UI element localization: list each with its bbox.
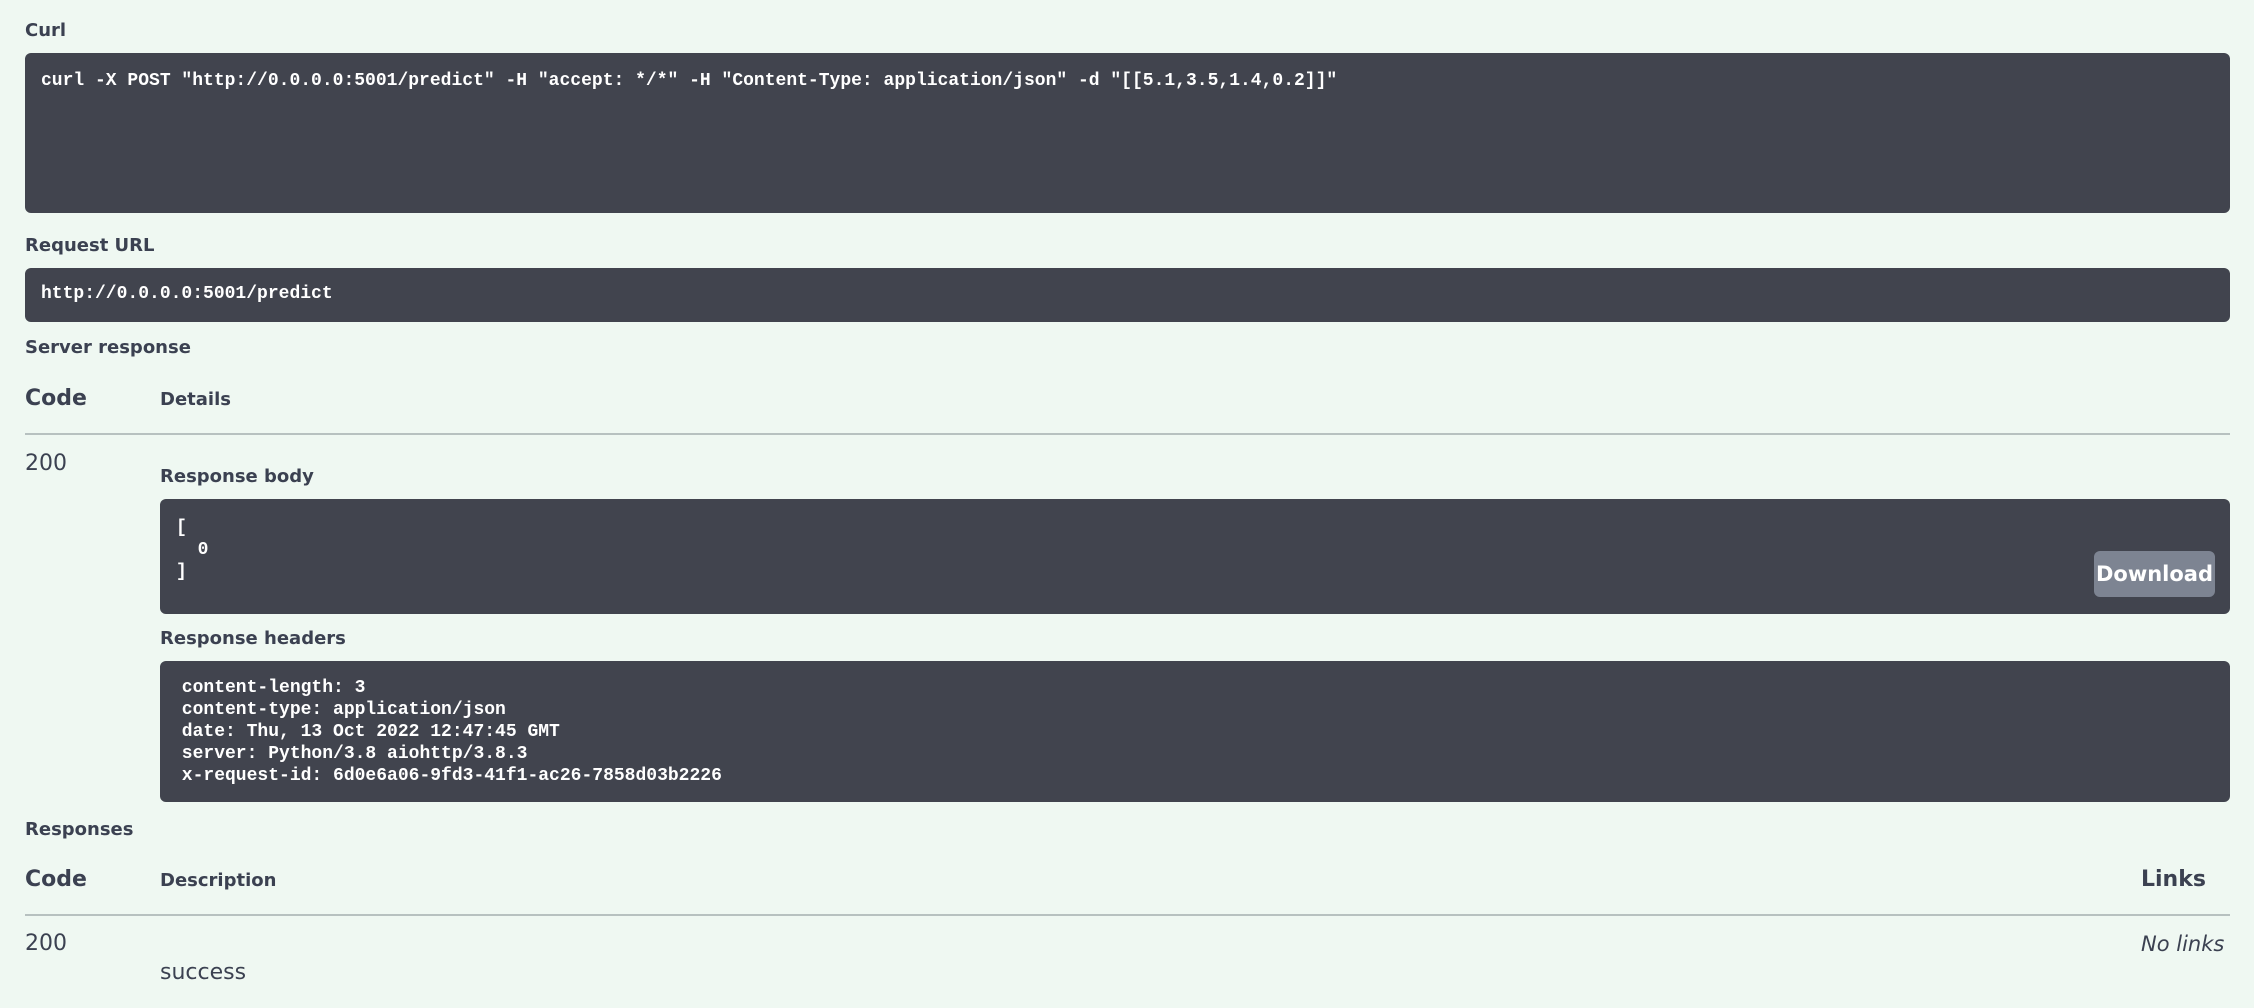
server-response-details-header: Details [160,389,231,410]
curl-command-text: curl -X POST "http://0.0.0.0:5001/predic… [41,71,1338,91]
request-url-text: http://0.0.0.0:5001/predict [41,284,333,304]
response-headers-label: Response headers [160,628,346,649]
responses-description: success [160,960,247,985]
response-headers-box[interactable]: content-length: 3 content-type: applicat… [160,661,2230,802]
responses-no-links: No links [2141,932,2225,956]
server-response-code: 200 [25,451,67,476]
response-body-box[interactable]: [ 0 ] [160,499,2230,614]
response-body-text: [ 0 ] [176,518,209,582]
response-headers-text: content-length: 3 content-type: applicat… [181,678,722,786]
server-response-divider [25,433,2230,435]
request-url-label: Request URL [25,235,155,256]
responses-links-header: Links [2141,867,2206,892]
response-body-label: Response body [160,466,314,487]
curl-command-box[interactable]: curl -X POST "http://0.0.0.0:5001/predic… [25,53,2230,213]
responses-divider [25,914,2230,916]
responses-description-header: Description [160,870,277,891]
curl-label: Curl [25,20,67,41]
server-response-label: Server response [25,337,191,358]
download-button[interactable]: Download [2094,551,2215,597]
responses-label: Responses [25,819,134,840]
request-url-box[interactable]: http://0.0.0.0:5001/predict [25,268,2230,322]
responses-code-header: Code [25,867,87,892]
server-response-code-header: Code [25,386,87,411]
responses-code: 200 [25,931,67,956]
